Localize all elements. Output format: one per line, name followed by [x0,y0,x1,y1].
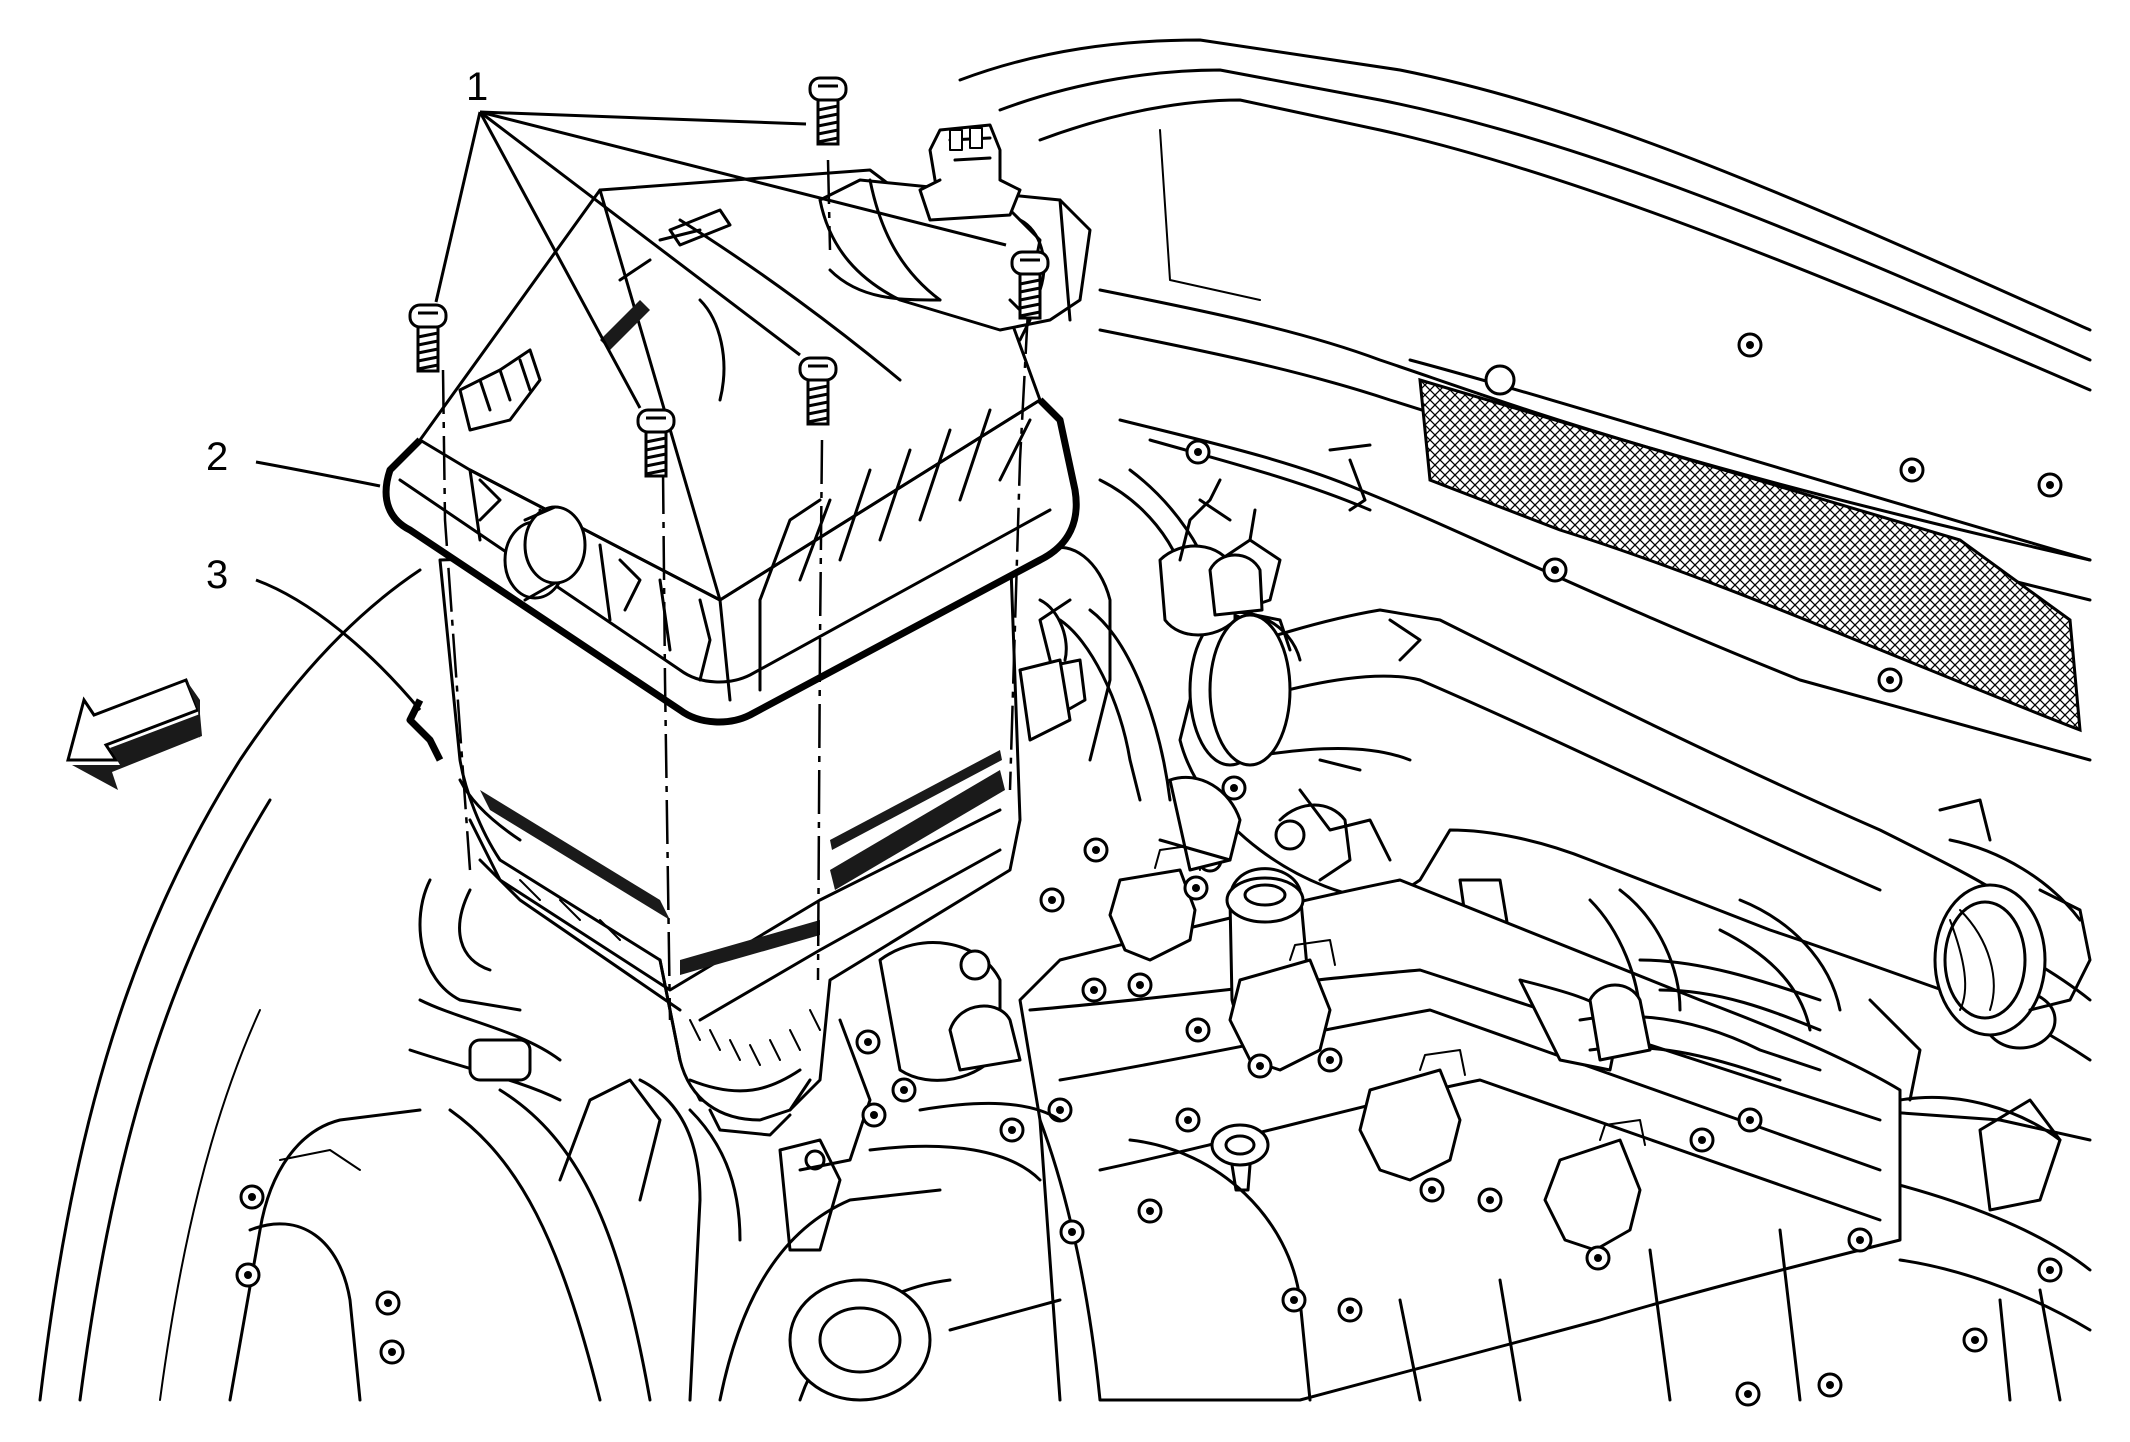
vehicle-front-arrow [66,678,202,790]
callout-leaders [255,110,1007,711]
callout-2-label: 2 [206,435,228,479]
callout-1-label: 1 [466,65,488,109]
air-cleaner-upper-housing [382,123,1092,726]
bolt-1a [808,76,848,146]
ignition-coils [1108,844,1646,1252]
air-cleaner-lower-housing [406,538,1072,1137]
engine-bay-background [38,38,2092,1402]
bolt-1c [408,303,448,373]
callout-3-label: 3 [206,553,228,597]
bolt-alignment-lines [441,159,1030,1021]
